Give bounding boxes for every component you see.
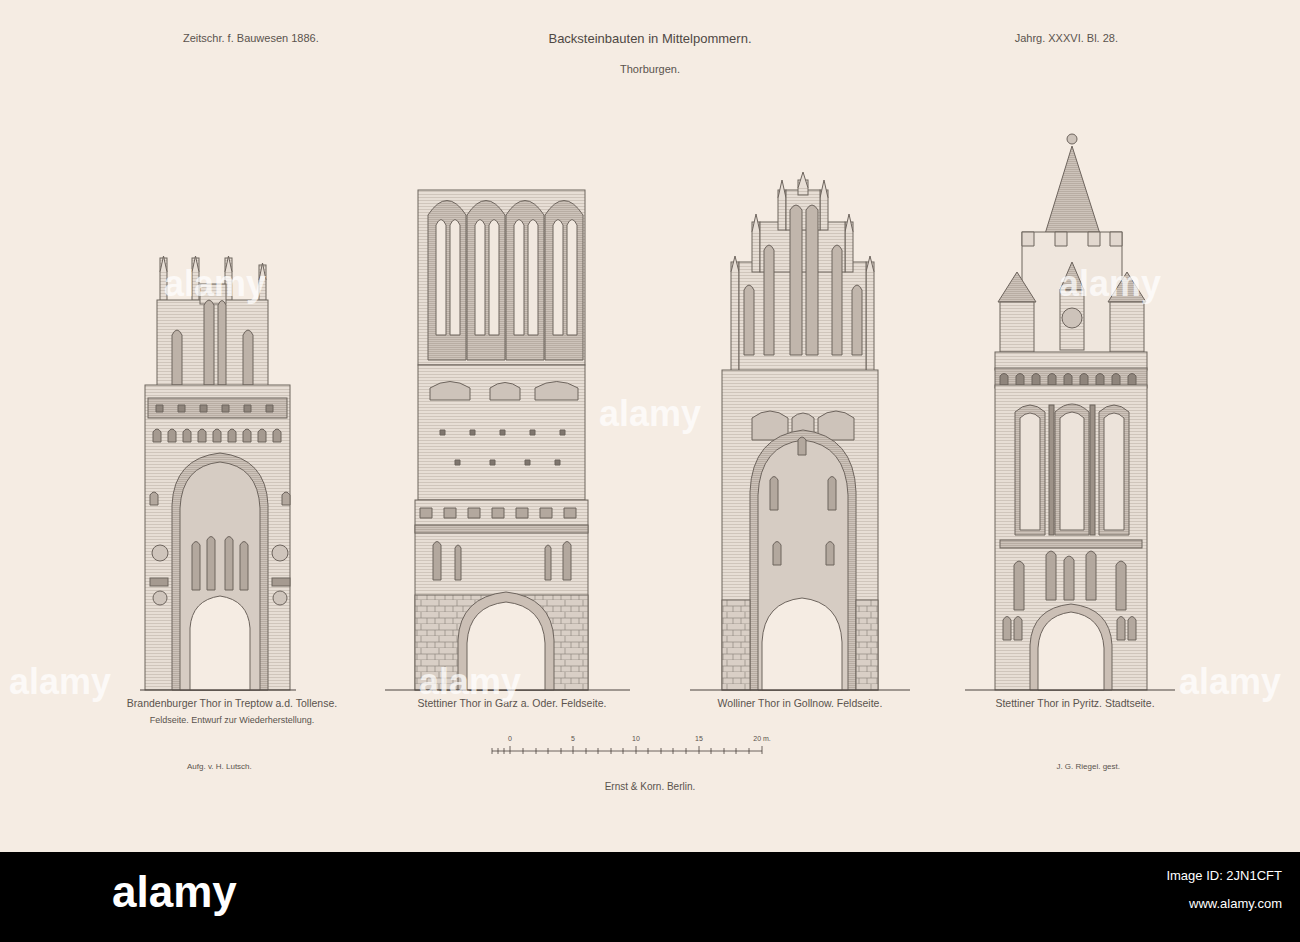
scale-number: 20 m. xyxy=(753,735,771,743)
scale-number: 15 xyxy=(695,735,703,743)
plate-label: Wolliner Thor in Gollnow. Feldseite. xyxy=(718,697,883,710)
watermark: alamy xyxy=(599,392,701,435)
plate-label: Feldseite. Entwurf zur Wiederherstellung… xyxy=(150,715,315,726)
plate-label: Jahrg. XXXVI. Bl. 28. xyxy=(1015,32,1118,45)
plate-label: Stettiner Thor in Pyritz. Stadtseite. xyxy=(995,697,1154,710)
watermark: alamy xyxy=(112,866,237,919)
footer-bar xyxy=(0,852,1300,942)
scale-number: 10 xyxy=(632,735,640,743)
plate-label: J. G. Riegel. gest. xyxy=(1056,762,1120,772)
plate-label: Image ID: 2JN1CFT xyxy=(1166,868,1282,884)
plate-label: Ernst & Korn. Berlin. xyxy=(605,781,696,793)
plate-label: Thorburgen. xyxy=(620,63,680,76)
plate-label: Aufg. v. H. Lutsch. xyxy=(187,762,252,772)
watermark: alamy xyxy=(1059,262,1161,305)
watermark: alamy xyxy=(1179,660,1281,703)
plate-label: Brandenburger Thor in Treptow a.d. Tolle… xyxy=(127,697,337,710)
watermark: alamy xyxy=(9,660,111,703)
plate-label: Zeitschr. f. Bauwesen 1886. xyxy=(183,32,319,45)
watermark: alamy xyxy=(164,262,266,305)
scale-number: 5 xyxy=(571,735,575,743)
plate-label: www.alamy.com xyxy=(1189,896,1282,912)
gollnow-gate xyxy=(722,172,878,690)
pyritz-gate xyxy=(995,134,1147,690)
treptow-gate xyxy=(145,256,290,690)
scale-number: 0 xyxy=(508,735,512,743)
garz-gate xyxy=(415,190,588,690)
scale-bar xyxy=(492,746,762,754)
plate-title: Backsteinbauten in Mittelpommern. xyxy=(548,31,751,47)
watermark: alamy xyxy=(419,660,521,703)
